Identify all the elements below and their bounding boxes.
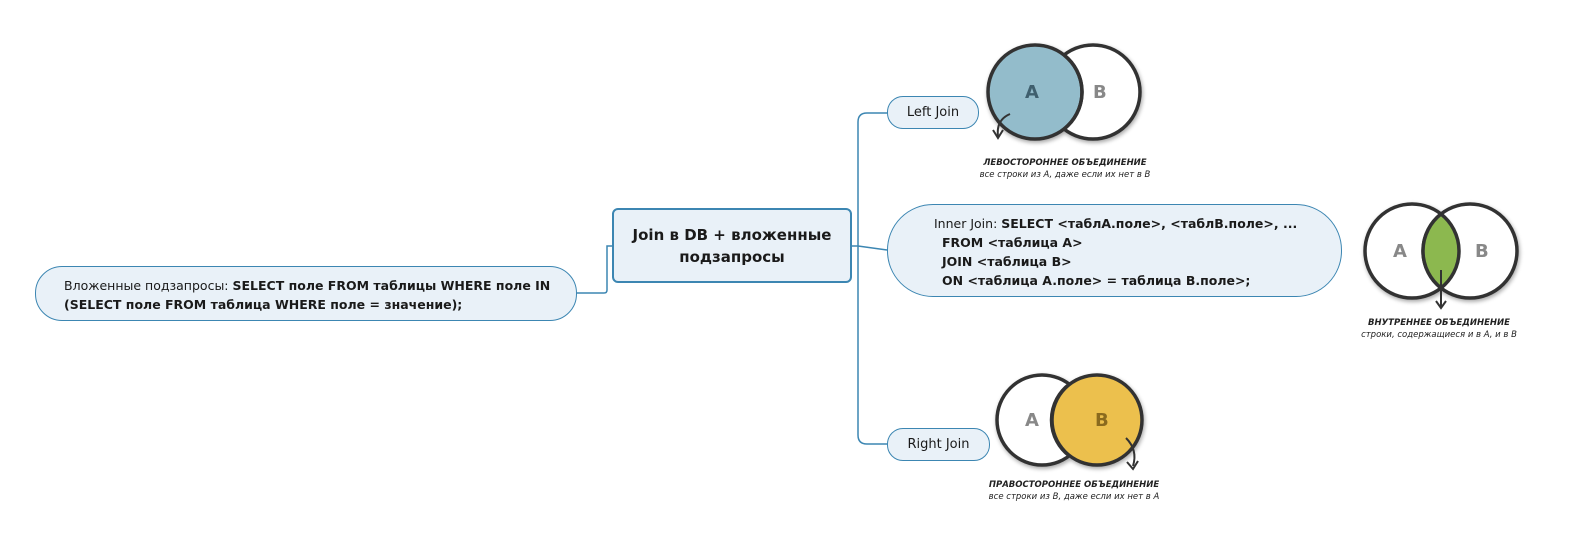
inner-join-caption-desc: строки, содержащиеся и в A, и в B	[1361, 330, 1517, 340]
venn-arrow	[1125, 437, 1136, 467]
inner-join-venn-diagram: A B	[1363, 202, 1519, 310]
subqueries-label: Вложенные подзапросы:	[64, 278, 233, 293]
venn-overlap-outline	[1049, 382, 1071, 458]
inner-join-from: FROM <таблица A>	[942, 235, 1083, 250]
inner-join-select: SELECT <таблА.поле>, <таблB.поле>, ...	[1001, 216, 1298, 231]
venn-overlap-outline	[1062, 53, 1084, 131]
connector-inner-join	[857, 245, 888, 251]
right-join-caption-title: ПРАВОСТОРОННЕЕ ОБЪЕДИНЕНИЕ	[988, 480, 1160, 490]
left-join-venn-diagram: A B	[986, 43, 1142, 141]
left-join-caption: ЛЕВОСТОРОННЕЕ ОБЪЕДИНЕНИЕ все строки из …	[950, 157, 1180, 181]
venn-label-a: A	[1025, 82, 1039, 103]
connector-right-join	[857, 246, 887, 445]
right-join-venn-diagram: A B	[995, 373, 1144, 471]
inner-join-node[interactable]: Inner Join: SELECT <таблА.поле>, <таблB.…	[887, 204, 1342, 297]
left-join-caption-desc: все строки из A, даже если их нет в B	[979, 170, 1151, 180]
inner-join-caption: ВНУТРЕННЕЕ ОБЪЕДИНЕНИЕ строки, содержащи…	[1330, 317, 1548, 341]
central-topic-title: Join в DB + вложенные подзапросы	[632, 225, 832, 266]
inner-join-caption-title: ВНУТРЕННЕЕ ОБЪЕДИНЕНИЕ	[1368, 318, 1510, 328]
left-join-caption-title: ЛЕВОСТОРОННЕЕ ОБЪЕДИНЕНИЕ	[983, 158, 1147, 168]
venn-label-a: A	[1025, 410, 1039, 431]
inner-join-on: ON <таблица A.поле> = таблица B.поле>;	[942, 273, 1251, 288]
left-join-node[interactable]: Left Join	[887, 96, 979, 129]
connector-subqueries	[577, 245, 612, 294]
left-join-label: Left Join	[906, 105, 960, 120]
right-join-caption-desc: все строки из B, даже если их нет в A	[988, 492, 1160, 502]
venn-label-a: A	[1393, 241, 1407, 262]
central-topic-node[interactable]: Join в DB + вложенные подзапросы	[612, 208, 852, 283]
connector-left-join	[852, 112, 887, 247]
venn-intersection-filled	[1423, 204, 1459, 298]
venn-arrow	[996, 113, 1011, 137]
inner-join-join: JOIN <таблица B>	[942, 254, 1072, 269]
venn-label-b: B	[1093, 82, 1107, 103]
right-join-caption: ПРАВОСТОРОННЕЕ ОБЪЕДИНЕНИЕ все строки из…	[958, 479, 1190, 503]
right-join-label: Right Join	[907, 437, 970, 452]
right-join-node[interactable]: Right Join	[887, 428, 990, 461]
inner-join-label: Inner Join:	[934, 216, 1002, 231]
subqueries-code-line1: SELECT поле FROM таблицы WHERE поле IN	[232, 278, 551, 293]
venn-label-b: B	[1095, 410, 1109, 431]
venn-label-b: B	[1475, 241, 1489, 262]
subqueries-node[interactable]: Вложенные подзапросы: SELECT поле FROM т…	[35, 266, 577, 321]
subqueries-code-line2: (SELECT поле FROM таблица WHERE поле = з…	[64, 297, 463, 312]
